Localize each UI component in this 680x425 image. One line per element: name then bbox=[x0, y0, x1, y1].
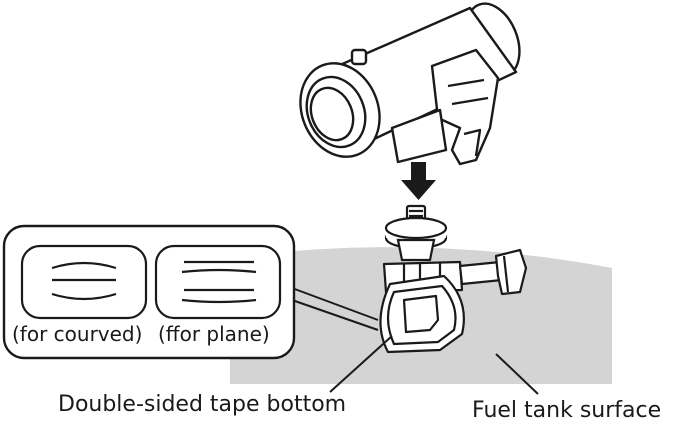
down-arrow-icon bbox=[401, 162, 436, 200]
plane-pad-caption: (ffor plane) bbox=[158, 322, 270, 346]
callout-leader-bottom bbox=[291, 299, 379, 331]
fuel-tank-surface-label: Fuel tank surface bbox=[472, 398, 662, 423]
mount-screw-plate bbox=[384, 204, 448, 262]
fuel-tank-leader bbox=[495, 353, 539, 395]
camera-icon bbox=[299, 2, 521, 166]
tape-bottom-label: Double-sided tape bottom bbox=[58, 392, 347, 417]
callout-leader-top bbox=[291, 287, 379, 321]
adhesive-pad-callout bbox=[2, 224, 379, 360]
curved-pad-caption: (for courved) bbox=[12, 322, 143, 346]
plane-adhesive-pad bbox=[154, 244, 282, 320]
curved-adhesive-pad bbox=[20, 244, 148, 320]
mount-base bbox=[379, 274, 465, 354]
tape-bottom-leader bbox=[329, 335, 393, 393]
